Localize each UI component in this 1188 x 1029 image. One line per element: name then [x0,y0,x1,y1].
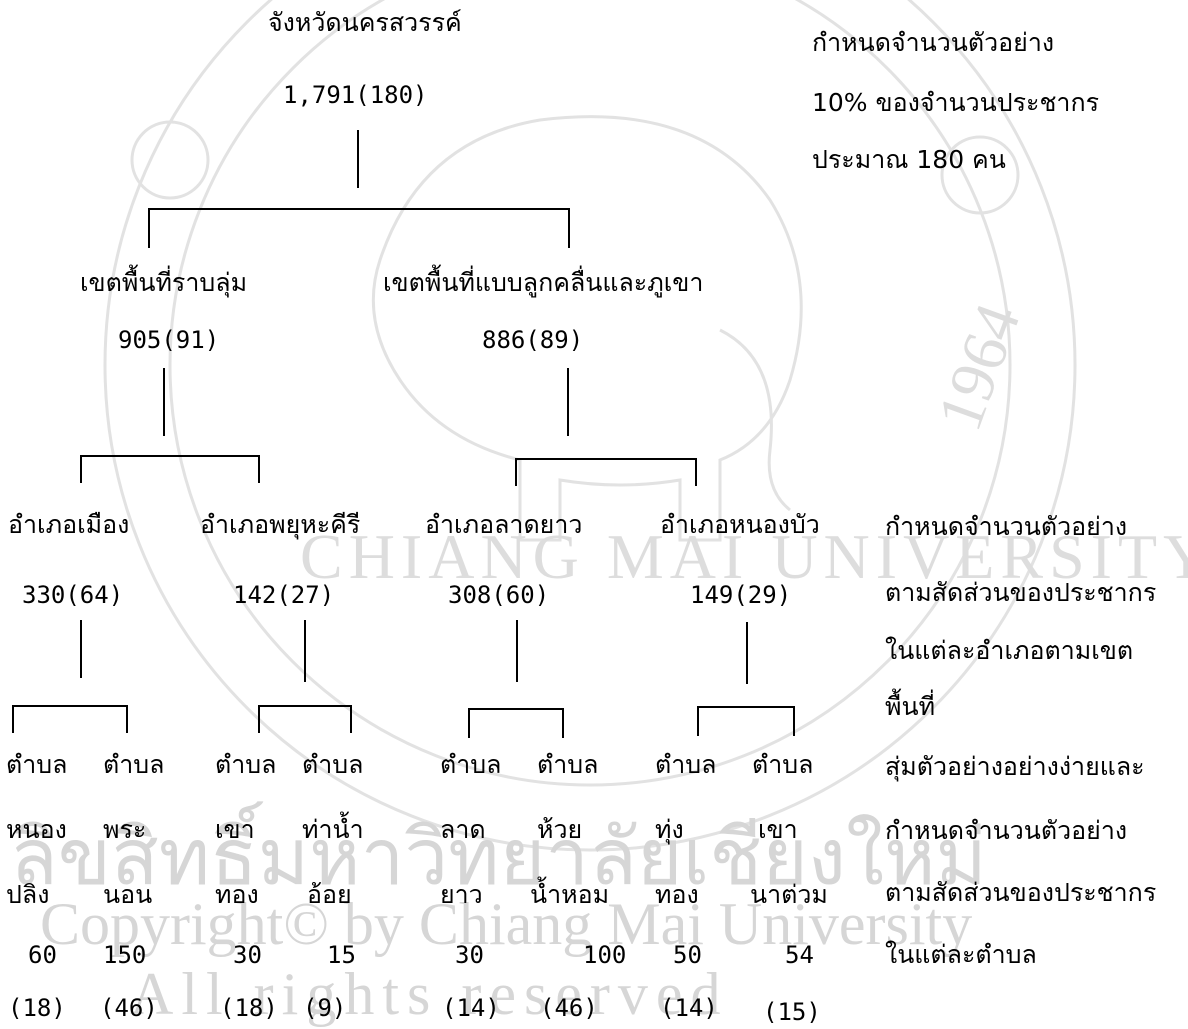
tambon-name-1: พระ [103,815,147,844]
district-latyao-label: อำเภอลาดยาว [425,510,583,539]
tambon-name-2: ทอง [655,880,699,909]
tambon-name-2: อ้อย [307,880,352,909]
tambon-label: ตำบล [752,750,814,779]
tambon-name-1: เขา [215,815,255,844]
copyright-thai-watermark: ลิขสิทธิ์มหาวิทยาลัยเชียงใหม่ [10,813,987,903]
connector [568,208,570,248]
root-count: 1,791(180) [283,81,428,109]
tambon-name-2: ทอง [215,880,259,909]
tambon-sample: (15) [763,998,821,1026]
connector [746,622,748,684]
tambon-population: 100 [583,941,627,969]
tambon-sample: (46) [540,994,598,1022]
district-phayuhakhiri-label: อำเภอพยุหะคีรี [200,510,361,539]
connector [567,368,569,436]
note-tambon-line-1: สุ่มตัวอย่างอย่างง่ายและ [885,752,1145,781]
connector [515,458,517,486]
note-top-line-2: 10% ของจำนวนประชากร [812,88,1100,117]
connector [304,620,306,682]
tambon-label: ตำบล [302,750,364,779]
connector [516,620,518,682]
connector [350,705,352,733]
connector [12,705,14,733]
tambon-population: 54 [785,941,814,969]
tambon-name-1: ท่าน้ำ [302,815,364,844]
connector [163,368,165,436]
tambon-name-1: ลาด [440,815,486,844]
district-mueang-label: อำเภอเมือง [8,510,130,539]
rights-reserved-watermark: All rights reserved [130,961,729,1027]
tambon-population: 30 [233,941,262,969]
connector [468,708,470,738]
district-nongbua-count: 149(29) [690,581,792,609]
tambon-label: ตำบล [537,750,599,779]
connector [793,706,795,736]
connector [80,455,260,457]
connector [695,458,697,486]
connector [126,705,128,733]
note-top-line-3: ประมาณ 180 คน [812,145,1006,174]
tambon-name-1: ทุ่ง [655,815,684,844]
tambon-name-1: เขา [758,815,798,844]
connector [80,455,82,483]
note-district-line-4: พื้นที่ [885,692,936,721]
connector [148,208,150,248]
tambon-sample: (18) [220,994,278,1022]
connector [12,705,128,707]
connector [697,706,795,708]
note-district-line-3: ในแต่ละอำเภอตามเขต [885,636,1134,665]
tambon-name-2: น้ำหอม [530,880,610,909]
connector [148,208,570,210]
connector [468,708,564,710]
district-phayuhakhiri-count: 142(27) [233,581,335,609]
tambon-sample: (18) [8,994,66,1022]
tambon-name-2: ปลิง [6,880,50,909]
note-district-line-2: ตามสัดส่วนของประชากร [885,578,1157,607]
tambon-label: ตำบล [655,750,717,779]
tambon-sample: (14) [442,994,500,1022]
note-top-line-1: กำหนดจำนวนตัวอย่าง [812,28,1055,57]
tambon-population: 150 [103,941,147,969]
tambon-sample: (46) [100,994,158,1022]
tambon-label: ตำบล [103,750,165,779]
tambon-sample: (14) [660,994,718,1022]
connector [258,455,260,483]
tambon-population: 15 [327,941,356,969]
root-label: จังหวัดนครสวรรค์ [268,8,462,37]
tambon-population: 60 [28,941,57,969]
note-district-line-1: กำหนดจำนวนตัวอย่าง [885,512,1128,541]
tambon-name-2: ยาว [440,880,483,909]
tambon-sample: (9) [303,994,347,1022]
note-tambon-line-4: ในแต่ละตำบล [885,940,1037,969]
connector [515,458,697,460]
connector [357,130,359,188]
zone-hills-label: เขตพื้นที่แบบลูกคลื่นและภูเขา [383,268,704,297]
connector [258,705,352,707]
connector [80,620,82,678]
copyright-english-watermark: Copyright© by Chiang Mai University [40,891,973,957]
note-tambon-line-2: กำหนดจำนวนตัวอย่าง [885,816,1128,845]
tambon-name-1: หนอง [6,815,67,844]
district-mueang-count: 330(64) [22,581,124,609]
connector [697,706,699,736]
zone-lowland-count: 905(91) [118,326,220,354]
zone-hills-count: 886(89) [482,326,584,354]
connector [258,705,260,733]
note-tambon-line-3: ตามสัดส่วนของประชากร [885,878,1157,907]
zone-lowland-label: เขตพื้นที่ราบลุ่ม [80,268,248,297]
tambon-population: 50 [673,941,702,969]
tambon-label: ตำบล [215,750,277,779]
district-latyao-count: 308(60) [448,581,550,609]
tambon-label: ตำบล [440,750,502,779]
tambon-name-1: ห้วย [537,815,583,844]
tambon-name-2: นอน [103,880,153,909]
tambon-population: 30 [455,941,484,969]
tambon-label: ตำบล [6,750,68,779]
connector [562,708,564,738]
seal-text-watermark: CHIANG MAI UNIVERSITY [300,521,1188,592]
tambon-name-2: นาต่วม [750,880,828,909]
district-nongbua-label: อำเภอหนองบัว [660,510,820,539]
